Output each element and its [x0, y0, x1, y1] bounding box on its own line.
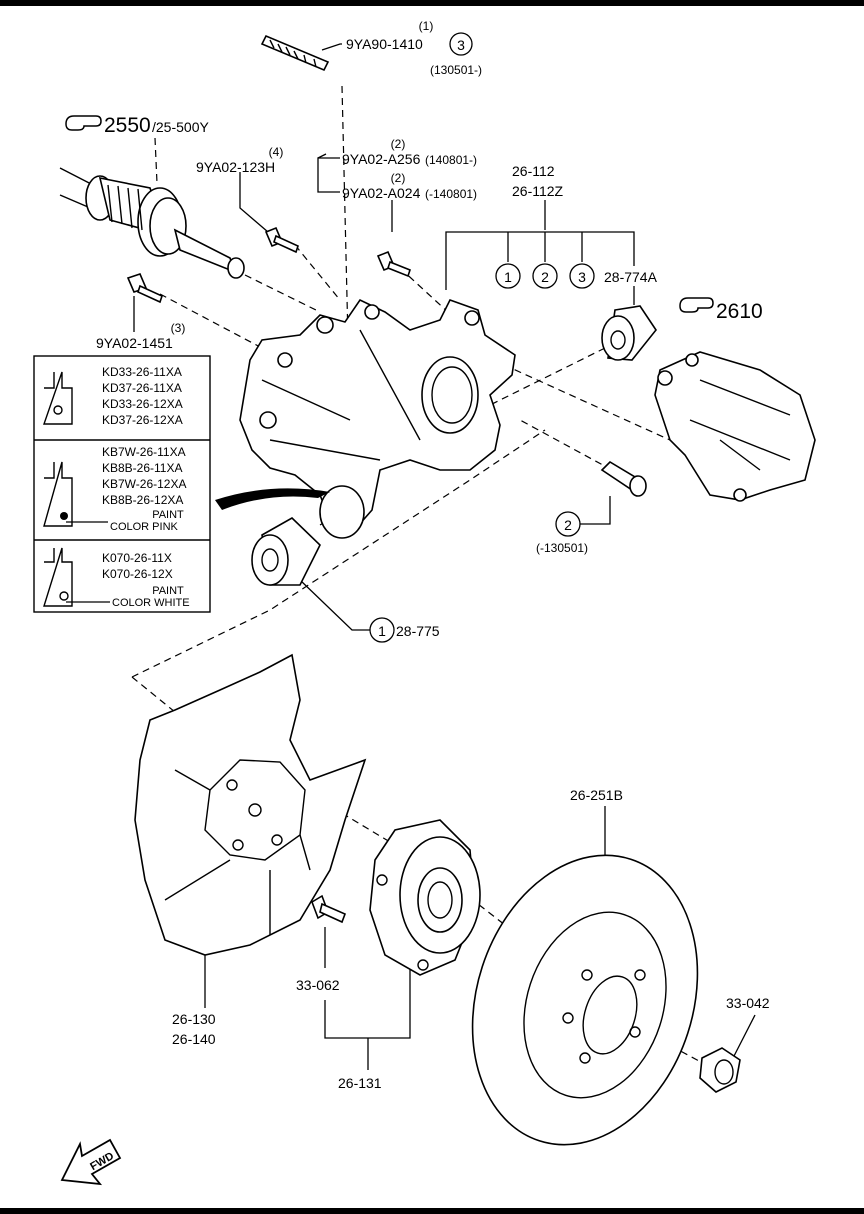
disc-label: 26-251B: [570, 787, 623, 803]
circle-stud: 3: [449, 32, 473, 56]
bolt-a024-date: (-140801): [425, 187, 477, 201]
box2-line4: KB8B-26-12XA: [102, 493, 183, 507]
box2-line2: KB8B-26-11XA: [102, 461, 183, 475]
bolt-123h-qty: (4): [269, 145, 284, 159]
forward-arrow: FWD: [60, 1138, 122, 1186]
stud-part-number: 9YA90-1410: [346, 36, 423, 52]
bolt-123h: [264, 226, 299, 254]
circle-c3: 3: [569, 263, 595, 289]
variant-pointer-arrow: [215, 488, 330, 510]
box2-line1: KB7W-26-11XA: [102, 445, 186, 459]
bolt-a256-part: 9YA02-A256: [342, 151, 421, 167]
stud-circle-text: 3: [457, 37, 465, 53]
stud-date: (130501-): [430, 63, 482, 77]
box1-line3: KD33-26-12XA: [102, 397, 183, 411]
hub-label: 26-131: [338, 1075, 382, 1091]
hub-bolt-label: 33-062: [296, 977, 340, 993]
box3-paint: PAINT: [152, 585, 184, 597]
bolt-a256: [376, 250, 411, 278]
box3-line1: K070-26-11X: [102, 551, 172, 565]
box3-color: COLOR WHITE: [112, 597, 190, 609]
bolt-a256-date: (140801-): [425, 153, 477, 167]
hub-bolt: [311, 894, 347, 924]
bolt-a256-qty: (2): [391, 137, 406, 151]
bushing-variant-icon-1: [43, 371, 73, 425]
pin-circle-text: 2: [564, 517, 572, 533]
top-border-bar: [0, 0, 864, 6]
fwd-arrow-icon: [60, 1138, 122, 1186]
bolt-123h-part: 9YA02-123H: [196, 159, 275, 175]
wheel-hub: [369, 819, 481, 976]
circle-c2: 2: [532, 263, 558, 289]
c3-text: 3: [578, 269, 586, 285]
ref-2550: 2550 /25-500Y: [65, 114, 209, 137]
hand-pointer-icon: [679, 297, 714, 313]
stud-qty: (1): [419, 19, 434, 33]
labels: (1) 9YA90-1410 (130501-) 2550 /25-500Y (…: [65, 19, 770, 1091]
bolt-1451: [126, 273, 163, 304]
drive-shaft: [59, 167, 245, 279]
c1-text: 1: [504, 269, 512, 285]
bushing-775-label: 28-775: [396, 623, 440, 639]
brake-disc: [471, 854, 699, 1146]
box1-line2: KD37-26-11XA: [102, 381, 182, 395]
box3-line2: K070-26-12X: [102, 567, 173, 581]
ref-2610-number: 2610: [716, 300, 763, 323]
bushing-variant-icon-2: [43, 461, 108, 527]
bolt-a024-part: 9YA02-A024: [342, 185, 421, 201]
bolt-a024-qty: (2): [391, 171, 406, 185]
ref-2550-sub: /25-500Y: [152, 119, 209, 135]
bushing-775: [251, 517, 321, 586]
knuckle-part-a: 26-112: [512, 163, 555, 179]
box2-color: COLOR PINK: [110, 521, 179, 533]
dust-shield: [134, 653, 367, 956]
shield-label-a: 26-130: [172, 1011, 216, 1027]
circle-c1: 1: [495, 263, 521, 289]
bolt-1451-qty: (3): [171, 321, 186, 335]
stud-bolt: [260, 34, 330, 72]
bushing-variant-icon-3: [43, 547, 110, 607]
brake-caliper: [654, 351, 816, 502]
knuckle-part-b: 26-112Z: [512, 183, 564, 199]
circle-pin: 2: [555, 511, 581, 537]
bushing-775-circle-text: 1: [378, 623, 386, 639]
nut-label: 33-042: [726, 995, 770, 1011]
lug-nut: [699, 1047, 741, 1093]
bottom-border-bar: [0, 1208, 864, 1214]
ref-2610: 2610: [679, 297, 763, 323]
box1-line1: KD33-26-11XA: [102, 365, 182, 379]
shield-label-b: 26-140: [172, 1031, 216, 1047]
box1-line4: KD37-26-12XA: [102, 413, 183, 427]
guide-pin: [600, 460, 647, 497]
variant-table: KD33-26-11XA KD37-26-11XA KD33-26-12XA K…: [33, 355, 211, 613]
c2-text: 2: [541, 269, 549, 285]
hand-pointer-icon: [65, 115, 102, 131]
pin-date: (-130501): [536, 541, 588, 555]
box2-paint: PAINT: [152, 509, 184, 521]
bushing-774a-label: 28-774A: [604, 269, 658, 285]
bolt-1451-part: 9YA02-1451: [96, 335, 173, 351]
ref-2550-number: 2550: [104, 114, 151, 137]
circle-bushing-775: 1: [369, 617, 395, 643]
knuckle: [239, 298, 516, 539]
box2-line3: KB7W-26-12XA: [102, 477, 187, 491]
bushing-774a: [601, 305, 657, 361]
